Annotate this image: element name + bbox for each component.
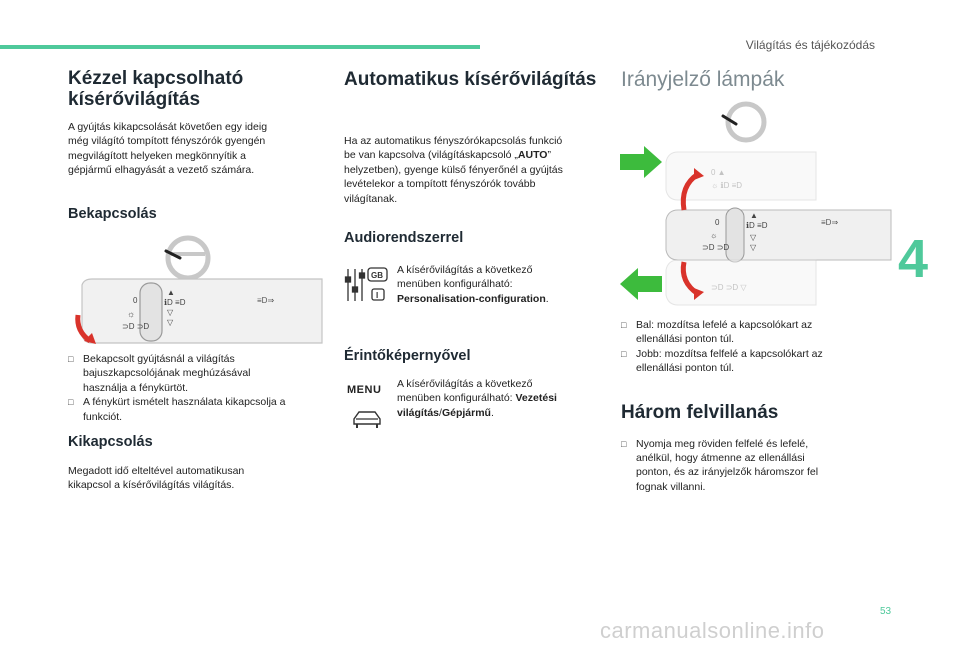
light-stalk-illustration: 0 ☼ ⊃D ⊃D ▲ ℹD ≡D ▽ ▽ ≡D⇒ [75, 235, 323, 344]
menu-label: MENU [347, 384, 382, 396]
intro-paragraph: Ha az automatikus fényszórókapcsolás fun… [344, 135, 563, 205]
svg-text:▽: ▽ [750, 233, 757, 242]
intro-paragraph: A gyújtás kikapcsolását követően egy ide… [68, 121, 268, 177]
subheading-on: Bekapcsolás [68, 205, 157, 222]
svg-text:▲: ▲ [750, 211, 758, 220]
bullet-item: □ Bekapcsolt gyújtásnál a világítás baju… [68, 353, 251, 394]
subheading-off: Kikapcsolás [68, 434, 153, 451]
green-arrow-icon [620, 268, 662, 300]
indicator-instructions: □ Bal: mozdítsa lefelé a kapcsolókart az… [621, 318, 861, 494]
svg-text:☼: ☼ [127, 309, 135, 319]
green-arrow-icon [620, 146, 662, 178]
audio-text: A kísérővilágítás a következő menüben ko… [397, 264, 549, 305]
light-stalk-down-icon: ⊃D ⊃D ▽ [665, 259, 817, 306]
steering-wheel-icon [164, 235, 211, 281]
svg-text:▽: ▽ [167, 308, 174, 317]
svg-text:⊃D ⊃D: ⊃D ⊃D [702, 243, 729, 252]
light-stalk-up-icon: 0 ▲ ☼ ℹD ≡D [665, 151, 817, 201]
column-manual-guide-lights: Kézzel kapcsolható kísérővilágítás A gyú… [68, 68, 330, 222]
subheading-audio: Audiorendszerrel [344, 230, 464, 247]
watermark: carmanualsonline.info [600, 618, 825, 643]
svg-text:≡D⇒: ≡D⇒ [257, 296, 274, 305]
svg-text:▽: ▽ [167, 318, 174, 327]
svg-text:0 ▲: 0 ▲ [711, 168, 726, 177]
section-title: Kézzel kapcsolható kísérővilágítás [68, 68, 330, 110]
indicator-stalk-illustration: 0 ▲ ☼ ℹD ≡D 0 ☼ ⊃D ⊃D ▲ ℹD ≡D ▽ ▽ ≡D⇒ ⊃D… [620, 101, 892, 306]
bullet-item: □ Nyomja meg röviden felfelé és lefelé, … [621, 437, 819, 493]
svg-text:☼ ℹD ≡D: ☼ ℹD ≡D [711, 181, 742, 190]
car-icon [353, 411, 381, 428]
header-accent-bar [0, 45, 480, 49]
subheading-touchscreen: Érintőképernyővel [344, 348, 471, 364]
svg-text:⊃D ⊃D: ⊃D ⊃D [122, 322, 149, 331]
audio-gb-icon: GB I [344, 267, 388, 301]
bullet-item: □ A fénykürt ismételt használata kikapcs… [68, 396, 286, 423]
off-paragraph: Megadott idő elteltével automatikusan ki… [68, 465, 245, 492]
light-stalk-icon: 0 ☼ ⊃D ⊃D ▲ ℹD ≡D ▽ ▽ ≡D⇒ [81, 278, 323, 344]
svg-text:0: 0 [715, 218, 720, 227]
light-stalk-icon: 0 ☼ ⊃D ⊃D ▲ ℹD ≡D ▽ ▽ ≡D⇒ [665, 207, 892, 263]
svg-text:ℹD ≡D: ℹD ≡D [164, 298, 186, 307]
section-title: Automatikus kísérővilágítás [344, 69, 597, 90]
bullet-square-icon: □ [68, 397, 74, 408]
section-title-indicators: Irányjelző lámpák [621, 68, 785, 91]
bullet-square-icon: □ [621, 320, 627, 330]
svg-text:I: I [376, 291, 378, 300]
steering-wheel-icon [721, 101, 767, 143]
running-title: Világítás és tájékozódás [745, 38, 875, 52]
bullet-square-icon: □ [621, 438, 627, 449]
bullet-item: □ Jobb: mozdítsa felfelé a kapcsolókart … [621, 347, 823, 375]
svg-text:≡D⇒: ≡D⇒ [821, 218, 838, 227]
bullet-square-icon: □ [68, 354, 74, 364]
svg-text:⊃D ⊃D ▽: ⊃D ⊃D ▽ [711, 283, 747, 292]
svg-text:ℹD ≡D: ℹD ≡D [746, 221, 768, 230]
title-line: kísérővilágítás [68, 89, 201, 110]
bullet-item: □ Bal: mozdítsa lefelé a kapcsolókart az… [621, 319, 813, 346]
svg-text:▽: ▽ [750, 243, 757, 252]
subheading-three-flashes: Három felvillanás [621, 401, 779, 423]
touchscreen-text: A kísérővilágítás a következő menüben ko… [397, 378, 557, 419]
page-number: 53 [880, 606, 892, 617]
svg-text:GB: GB [371, 271, 383, 280]
column-manual-guide-lights-continued: □ Bekapcsolt gyújtásnál a világítás baju… [68, 352, 330, 493]
column-auto-guide-lights: Automatikus kísérővilágítás Ha az automa… [344, 69, 604, 246]
svg-text:☼: ☼ [710, 231, 717, 240]
svg-text:▲: ▲ [167, 288, 175, 297]
bullet-square-icon: □ [621, 348, 627, 359]
svg-text:0: 0 [133, 296, 138, 305]
chapter-number: 4 [898, 229, 929, 289]
title-line: Kézzel kapcsolható [68, 68, 244, 89]
